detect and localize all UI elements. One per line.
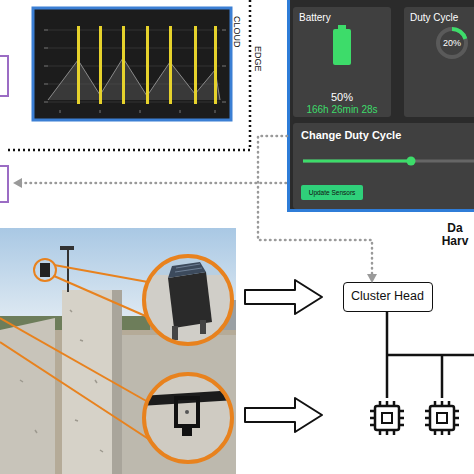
- zone-label: EDGE: [253, 46, 263, 72]
- dotted-arrow: [16, 182, 286, 185]
- purple-box: [0, 56, 8, 96]
- card-title: Duty Cycle: [410, 12, 458, 24]
- hollow-arrow: [245, 280, 322, 314]
- button-label: Update Sensors: [301, 185, 363, 200]
- cloud-edge-boundary: [8, 0, 250, 150]
- microchip-symbol: [370, 401, 404, 435]
- callout-circle: [34, 259, 56, 281]
- card-title: Change Duty Cycle: [301, 129, 401, 142]
- hollow-arrow: [245, 398, 322, 432]
- chart-panel: [33, 8, 231, 120]
- bus-wire: [387, 312, 474, 398]
- zoom-clip-strap: [140, 370, 240, 470]
- update-button: Update Sensors: [301, 185, 363, 200]
- duty-cycle-card: Duty Cycle 20%: [404, 7, 474, 117]
- duty-value: 20%: [437, 37, 467, 49]
- purple-box: [0, 166, 8, 202]
- duty-ring: [404, 7, 474, 117]
- microchip-symbol: [425, 401, 459, 435]
- battery-level: 50%: [293, 91, 391, 103]
- battery-card: Battery 50%166h 26min 28s: [293, 7, 391, 117]
- box-label: Cluster Head: [344, 283, 431, 310]
- battery-time: 166h 26min 28s: [293, 104, 391, 116]
- cluster-head-box: Cluster Head: [343, 282, 433, 312]
- zoom-sensor-device: [140, 250, 240, 350]
- dotted-connector: [258, 136, 372, 282]
- callout-lines: [0, 265, 150, 440]
- dashboard-title: Da Harv: [438, 222, 472, 248]
- zone-label: CLOUD: [232, 16, 242, 48]
- change-duty-card: Change Duty CycleUpdate Sensors: [293, 123, 474, 209]
- dashboard-panel: Da HarvBattery50%166h 26min 28sDuty Cycl…: [287, 0, 474, 212]
- card-title: Battery: [299, 12, 331, 24]
